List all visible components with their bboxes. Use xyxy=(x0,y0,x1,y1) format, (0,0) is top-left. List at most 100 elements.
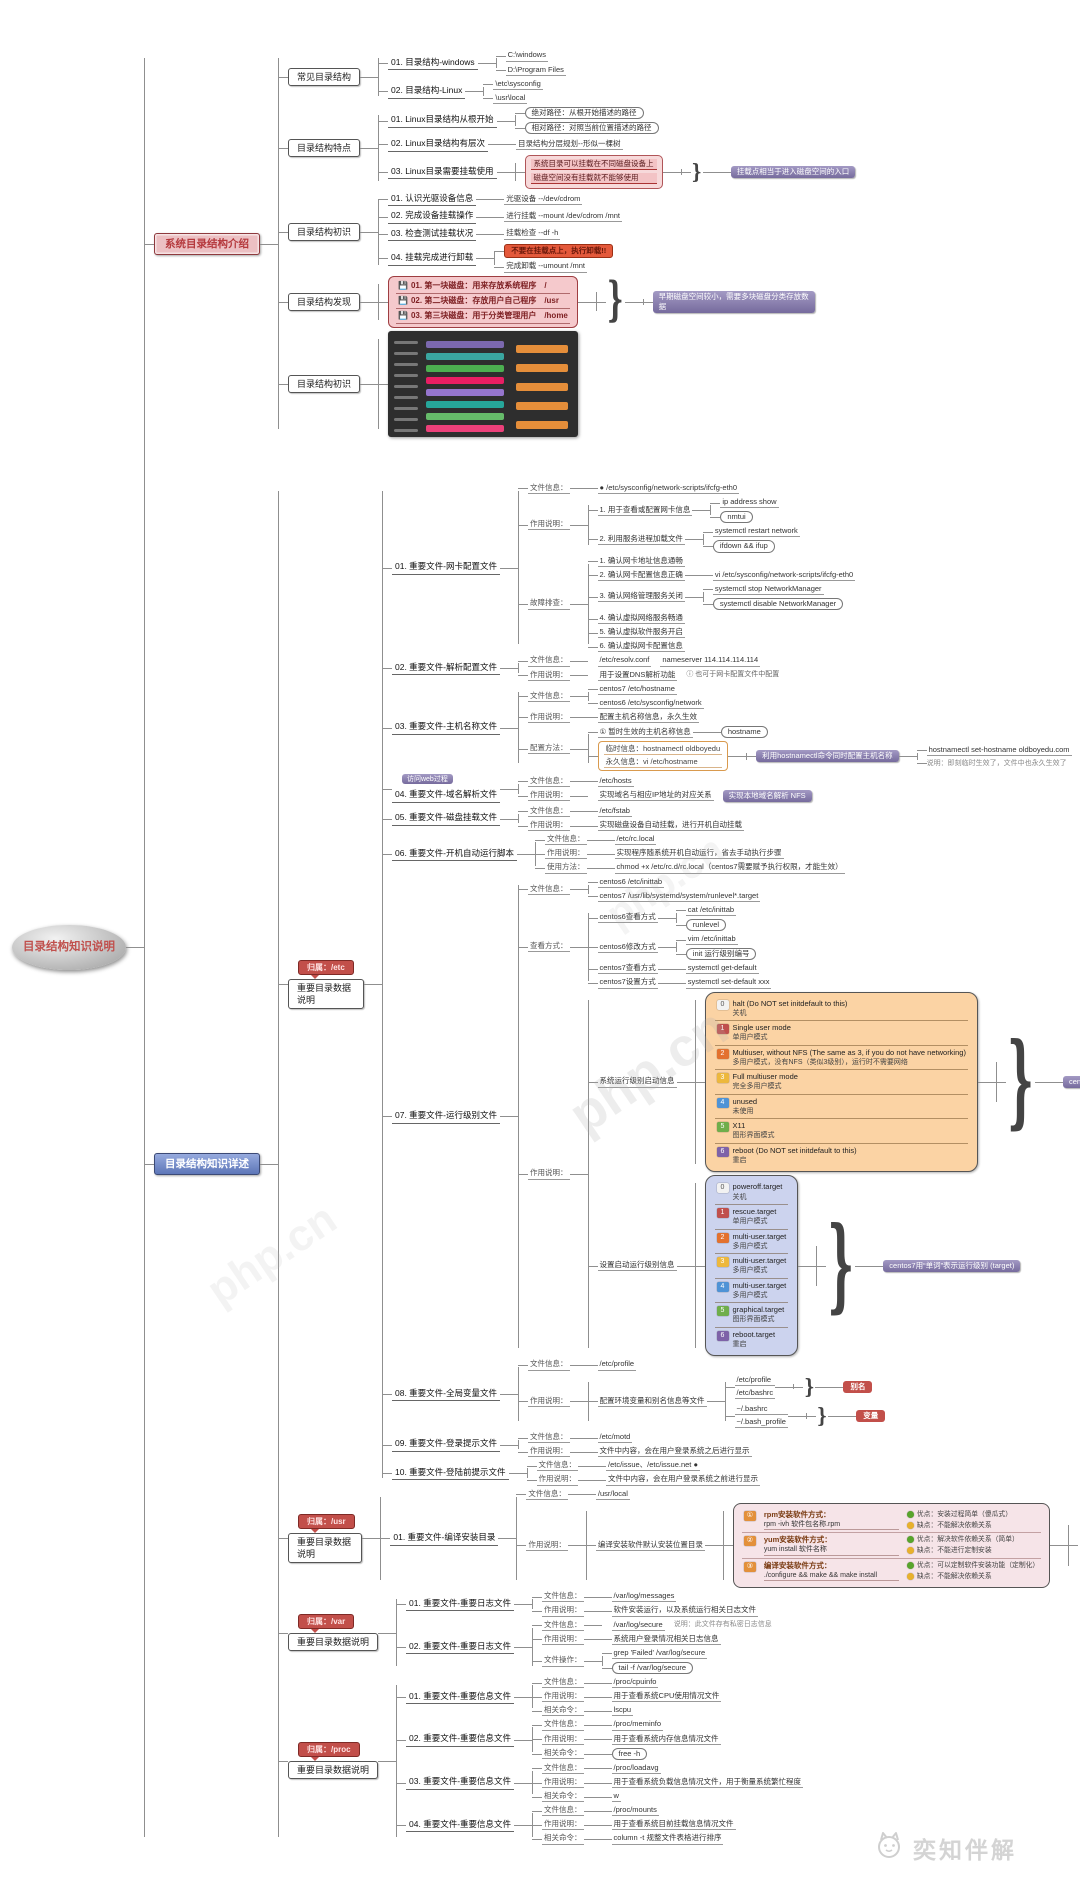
purple-note[interactable]: 早期磁盘空间较小，需要多块磁盘分类存放数据 xyxy=(652,290,815,313)
topic-structure-discovery[interactable]: 目录结构发现 xyxy=(288,292,361,311)
field-label[interactable]: 文件信息： xyxy=(542,1805,584,1817)
value-node[interactable]: 用于查看系统负载信息情况文件，用于衡量系统繁忙程度 xyxy=(611,1777,804,1789)
value-node[interactable]: hostnamectl set-hostname oldboyedu.com xyxy=(926,745,1072,756)
value-node[interactable]: /proc/cpuinfo xyxy=(611,1677,659,1689)
value-node[interactable]: centos7设置方式 xyxy=(597,977,658,989)
group-usr[interactable]: 重要目录数据说明 xyxy=(288,1532,363,1564)
field-label[interactable]: 作用说明： xyxy=(542,1777,584,1789)
value-node[interactable]: \usr\local xyxy=(493,93,528,104)
value-node[interactable]: grep 'Failed' /var/log/secure xyxy=(611,1648,708,1659)
purple-note[interactable]: 挂载点相当于进入磁盘空间的入口 xyxy=(730,165,856,178)
value-node[interactable]: /usr/local xyxy=(595,1489,630,1500)
field-label[interactable]: 配置方法： xyxy=(528,743,570,755)
field-label[interactable]: 相关命令： xyxy=(542,1705,584,1717)
field-label[interactable]: 使用方法： xyxy=(545,862,587,874)
field-label[interactable]: 作用说明： xyxy=(528,1446,570,1458)
purple-note[interactable]: 实现本地域名解析 NFS xyxy=(722,789,812,802)
owner-badge[interactable]: 归属：/etc xyxy=(298,959,354,979)
value-node[interactable]: 光驱设备 --/dev/cdrom xyxy=(504,194,583,205)
value-node[interactable]: centos7 /etc/hostname xyxy=(597,684,677,695)
value-node[interactable]: /etc/motd xyxy=(597,1432,633,1444)
item-node[interactable]: 04. 挂载完成进行卸载 xyxy=(388,251,477,266)
value-node[interactable]: nameserver 114.114.114.114 xyxy=(660,655,761,667)
value-node[interactable]: /var/log/messages xyxy=(611,1591,677,1603)
branch-system-intro[interactable]: 系统目录结构介绍 xyxy=(154,232,260,255)
value-node[interactable]: 2. 利用服务进程加载文件 xyxy=(597,534,685,545)
value-node[interactable]: lscpu xyxy=(611,1705,634,1717)
field-label[interactable]: 作用说明： xyxy=(542,1691,584,1703)
field-label[interactable]: 文件信息： xyxy=(528,884,570,895)
field-label[interactable]: 故障排查： xyxy=(528,598,570,610)
item-node[interactable]: 01. 重要文件-重要日志文件 xyxy=(406,1597,515,1612)
field-label[interactable]: 相关命令： xyxy=(542,1833,584,1845)
value-node[interactable]: vi /etc/sysconfig/network-scripts/ifcfg-… xyxy=(712,570,856,581)
value-node[interactable]: 实现域名与相应IP地址的对应关系 xyxy=(597,790,714,802)
field-label[interactable]: 文件信息： xyxy=(542,1719,584,1731)
item-node[interactable]: 02. 目录结构-Linux xyxy=(388,84,466,99)
value-node[interactable]: 1. 用于查看或配置网卡信息 xyxy=(597,505,693,516)
value-node[interactable]: 文件中内容，会在用户登录系统之前进行显示 xyxy=(606,1474,760,1486)
disk-row[interactable]: 💾01. 第一块磁盘：用来存放系统程序 / xyxy=(396,280,570,295)
value-node[interactable]: systemctl get-default xyxy=(685,963,759,975)
command-pill[interactable]: nmtui xyxy=(720,511,753,524)
value-node[interactable]: /proc/meminfo xyxy=(611,1719,664,1731)
field-label[interactable]: 相关命令： xyxy=(542,1748,584,1760)
value-node[interactable]: 3. 确认网络管理服务关闭 xyxy=(597,591,685,603)
value-node[interactable]: /etc/hosts xyxy=(597,776,634,787)
field-label[interactable]: 查看方式： xyxy=(528,941,570,953)
value-node[interactable]: 设置启动运行级别信息 xyxy=(597,1260,677,1272)
item-node[interactable]: 01. 目录结构-windows xyxy=(388,56,478,71)
value-node[interactable]: 用于设置DNS解析功能 xyxy=(597,670,678,681)
value-node[interactable]: chmod +x /etc/rc.d/rc.local（centos7需要赋予执… xyxy=(614,862,845,874)
group-proc[interactable]: 重要目录数据说明 xyxy=(288,1761,379,1780)
disk-row[interactable]: 💾03. 第三块磁盘：用于分类管理用户 /home xyxy=(396,309,570,324)
value-node[interactable]: /var/log/secure xyxy=(611,1620,665,1631)
field-label[interactable]: 文件信息： xyxy=(528,1359,570,1371)
pinkline[interactable]: 磁盘空间没有挂载就不能够使用 xyxy=(530,173,657,185)
oline[interactable]: 永久信息：vi /etc/hostname xyxy=(603,757,723,769)
value-node[interactable]: systemctl stop NetworkManager xyxy=(712,584,824,595)
topic-badge[interactable]: 访问web过程 xyxy=(401,774,453,785)
topic-structure-first-look[interactable]: 目录结构初识 xyxy=(288,223,361,242)
item-node[interactable]: 02. 重要文件-解析配置文件 xyxy=(391,661,500,676)
value-node[interactable]: /etc/fstab xyxy=(597,806,632,818)
field-label[interactable]: 文件信息： xyxy=(542,1591,584,1603)
value-node[interactable]: column -t 规整文件表格进行排序 xyxy=(611,1833,724,1845)
warning-note[interactable]: 不要在挂载点上，执行卸载!! xyxy=(504,244,614,259)
field-label[interactable]: 作用说明： xyxy=(528,1168,570,1180)
value-node[interactable]: 挂载检查 --df -h xyxy=(504,228,561,240)
field-label[interactable]: 作用说明： xyxy=(542,1605,584,1617)
purple-note[interactable]: centos6用“数字”表示运行级别 (runlevel) xyxy=(1062,1075,1080,1089)
rbadge2[interactable]: 变量 xyxy=(856,1409,886,1422)
topic-structure-screenshot[interactable]: 目录结构初识 xyxy=(288,374,361,393)
rbadge2[interactable]: 别名 xyxy=(843,1380,873,1393)
value-node[interactable]: 完成卸载 --umount /mnt xyxy=(504,261,587,273)
pinkpanel2[interactable]: 💾01. 第一块磁盘：用来存放系统程序 /💾02. 第二块磁盘：存放用户自己程序… xyxy=(388,275,578,328)
item-node[interactable]: 08. 重要文件-全局变量文件 xyxy=(391,1387,500,1402)
field-label[interactable]: 作用说明： xyxy=(542,1819,584,1831)
field-label[interactable]: 作用说明： xyxy=(528,712,570,724)
value-node[interactable]: 配置环境变量和别名信息等文件 xyxy=(597,1396,707,1407)
value-node[interactable]: 用于查看系统CPU使用情况文件 xyxy=(611,1691,722,1703)
field-label[interactable]: 文件信息： xyxy=(528,483,570,495)
branch-structure-details[interactable]: 目录结构知识详述 xyxy=(154,1152,260,1175)
field-label[interactable]: 作用说明： xyxy=(526,1540,568,1552)
item-node[interactable]: 06. 重要文件-开机自动运行脚本 xyxy=(391,847,517,862)
item-node[interactable]: 03. 重要文件-主机名称文件 xyxy=(391,720,500,735)
value-node[interactable]: 实现磁盘设备自动挂载，进行开机自动挂载 xyxy=(597,820,744,832)
value-node[interactable]: ① 暂时生效的主机名称信息 xyxy=(597,727,693,738)
command-pill[interactable]: free -h xyxy=(611,1747,648,1760)
pinkpanel[interactable]: 系统目录可以挂载在不同磁盘设备上磁盘空间没有挂载就不能够使用 xyxy=(524,154,663,189)
field-label[interactable]: 文件信息： xyxy=(542,1763,584,1774)
